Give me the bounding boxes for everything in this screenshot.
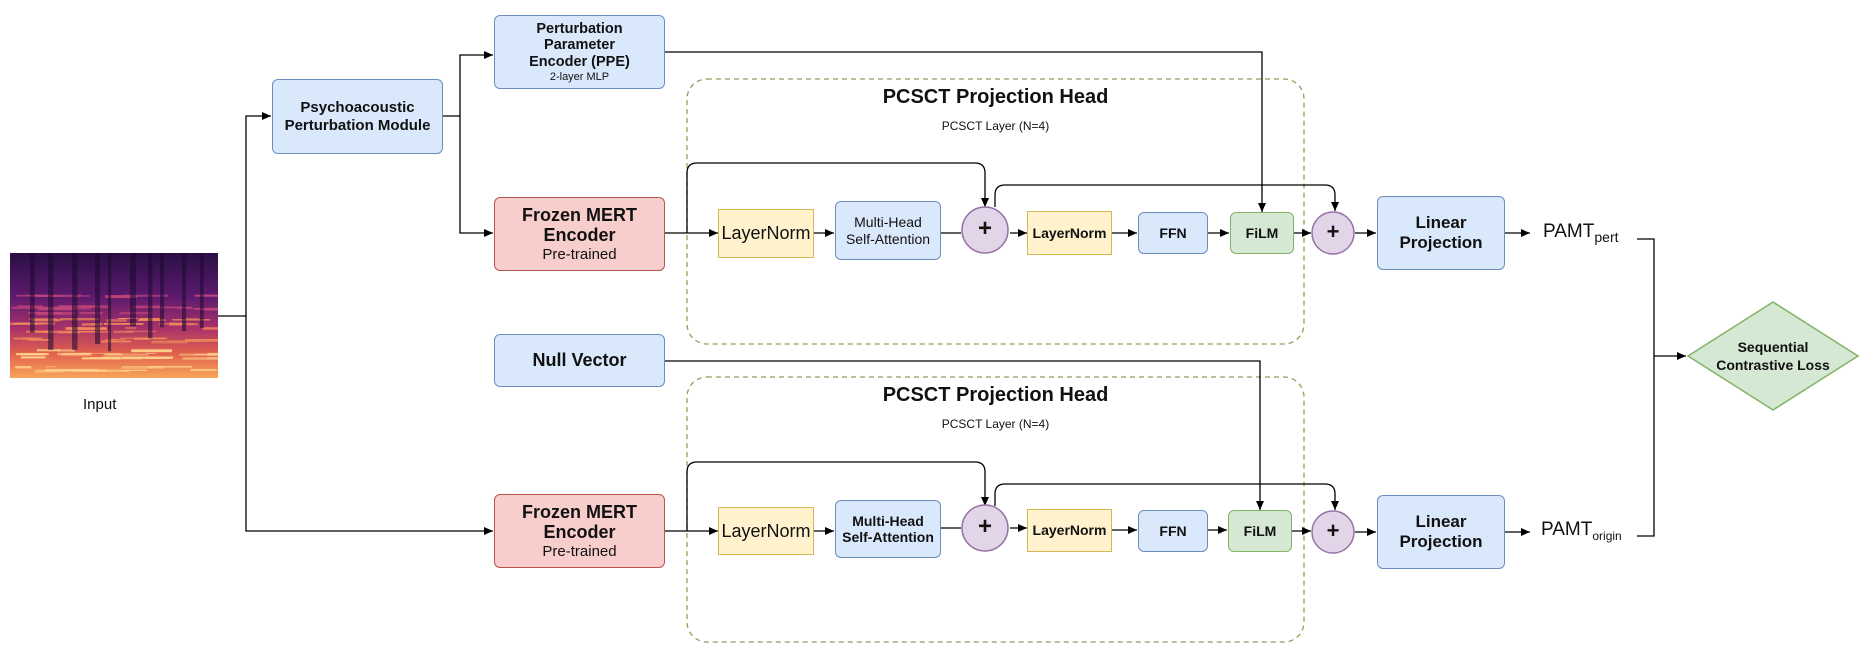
arrow-ppe-film xyxy=(665,51,1266,212)
plus-sign: + xyxy=(977,215,992,242)
null-vector-label: Null Vector xyxy=(532,350,627,371)
arrow-ppm-ppe xyxy=(443,51,493,117)
add-node xyxy=(961,504,1009,552)
connectors xyxy=(218,51,1686,537)
psychoacoustic-perturbation-module: Psychoacoustic Perturbation Module xyxy=(272,79,443,154)
ffn-bottom: FFN xyxy=(1138,510,1208,552)
mhsa-line2: Self-Attention xyxy=(842,529,934,545)
layernorm-1-bottom: LayerNorm xyxy=(718,507,814,555)
film-label: FiLM xyxy=(1243,522,1277,539)
encoder-sub: Pre-trained xyxy=(542,543,617,561)
perturbation-parameter-encoder: Perturbation Parameter Encoder (PPE) 2-l… xyxy=(494,15,665,89)
output-pamt-origin: PAMTorigin xyxy=(1541,519,1622,543)
pamt-origin-sub: origin xyxy=(1592,528,1622,543)
linear-line1: Linear xyxy=(1415,213,1467,233)
add-node xyxy=(961,206,1009,254)
linear-line2: Projection xyxy=(1399,233,1483,252)
arrow-input-bottom-encoder xyxy=(245,316,493,535)
pamt-pert-base: PAMT xyxy=(1543,221,1595,242)
layernorm-label: LayerNorm xyxy=(721,520,811,541)
ppe-line1: Perturbation xyxy=(536,20,623,37)
layernorm-2-bottom: LayerNorm xyxy=(1027,509,1112,552)
encoder-line1: Frozen MERT xyxy=(522,501,637,522)
encoder-line2: Encoder xyxy=(543,225,616,246)
linear-projection-top: Linear Projection xyxy=(1377,196,1505,270)
pamt-pert-sub: pert xyxy=(1594,228,1619,245)
add-node xyxy=(1311,510,1355,554)
input-label: Input xyxy=(83,396,117,413)
loss-line1: Sequential xyxy=(1737,339,1809,355)
spectrogram-image xyxy=(10,253,218,378)
layernorm-1-top: LayerNorm xyxy=(718,209,814,258)
ffn-label: FFN xyxy=(1159,224,1187,241)
loss-label: Sequential Contrastive Loss xyxy=(1688,338,1858,374)
mhsa-line1: Multi-Head xyxy=(852,512,924,529)
arrow-origin-loss xyxy=(1637,356,1655,537)
output-pamt-pert: PAMTpert xyxy=(1543,221,1619,245)
projection-head-title-bottom: PCSCT Projection Head xyxy=(882,384,1109,406)
ppm-line1: Psychoacoustic xyxy=(300,99,415,117)
layernorm-label: LayerNorm xyxy=(1032,522,1107,539)
null-vector: Null Vector xyxy=(494,334,665,387)
loss-line2: Contrastive Loss xyxy=(1716,357,1830,374)
projection-head-subtitle-bottom: PCSCT Layer (N=4) xyxy=(941,417,1050,431)
pamt-origin-base: PAMT xyxy=(1541,519,1593,540)
arrow-null-film xyxy=(665,360,1264,510)
projection-head-title-top: PCSCT Projection Head xyxy=(882,86,1109,108)
plus-sign: + xyxy=(1326,219,1340,244)
loss-diamond xyxy=(1686,301,1860,411)
linear-line2: Projection xyxy=(1399,532,1483,551)
arrow-input-split xyxy=(218,112,271,317)
add-node xyxy=(1311,211,1355,255)
linear-projection-bottom: Linear Projection xyxy=(1377,495,1505,569)
encoder-sub: Pre-trained xyxy=(542,246,617,264)
encoder-line2: Encoder xyxy=(543,522,616,543)
layernorm-label: LayerNorm xyxy=(721,223,811,244)
arrow-ppm-encoder xyxy=(459,116,493,237)
mhsa-line2: Self-Attention xyxy=(845,230,931,247)
layernorm-label: LayerNorm xyxy=(1032,224,1107,241)
layernorm-2-top: LayerNorm xyxy=(1027,211,1112,255)
arrow-pert-loss xyxy=(1637,238,1655,356)
skip-connection-top-1 xyxy=(686,162,989,233)
frozen-mert-encoder-top: Frozen MERT Encoder Pre-trained xyxy=(494,197,665,271)
skip-connection-top-2 xyxy=(994,184,1339,211)
skip-connection-bottom-2 xyxy=(994,483,1339,510)
ppe-line2: Parameter xyxy=(544,37,615,54)
film-top: FiLM xyxy=(1230,212,1294,254)
ppe-line3: Encoder (PPE) xyxy=(529,54,630,71)
plus-sign: + xyxy=(1326,518,1340,543)
linear-line1: Linear xyxy=(1415,512,1467,532)
skip-connection-bottom-1 xyxy=(686,461,989,531)
ffn-label: FFN xyxy=(1159,522,1187,539)
ffn-top: FFN xyxy=(1138,212,1208,254)
mhsa-line1: Multi-Head xyxy=(854,214,922,231)
ppm-line2: Perturbation Module xyxy=(284,116,431,134)
film-label: FiLM xyxy=(1245,224,1279,241)
projection-head-subtitle-top: PCSCT Layer (N=4) xyxy=(941,119,1050,133)
encoder-line1: Frozen MERT xyxy=(522,204,637,225)
multi-head-self-attention-top: Multi-Head Self-Attention xyxy=(835,201,941,260)
multi-head-self-attention-bottom: Multi-Head Self-Attention xyxy=(835,500,941,558)
film-bottom: FiLM xyxy=(1228,510,1292,552)
plus-sign: + xyxy=(977,513,992,540)
frozen-mert-encoder-bottom: Frozen MERT Encoder Pre-trained xyxy=(494,494,665,568)
ppe-sub: 2-layer MLP xyxy=(549,70,610,83)
